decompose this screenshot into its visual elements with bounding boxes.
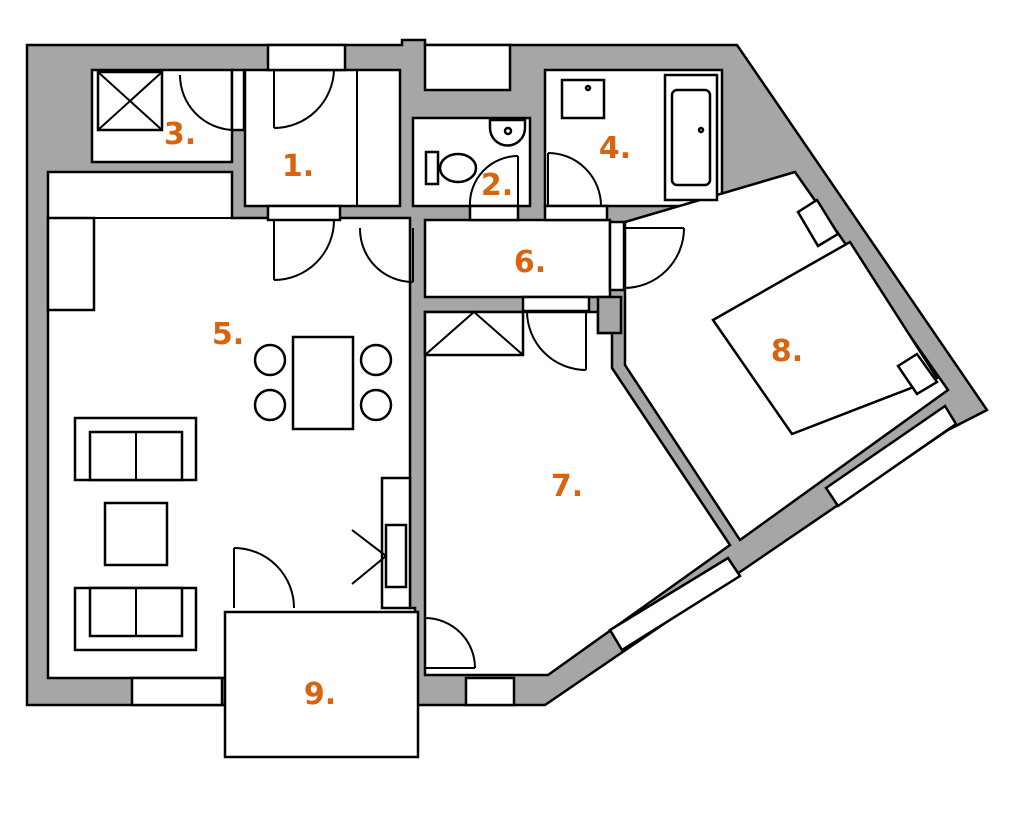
room-1 [243, 68, 402, 208]
room-label-8: 8. [771, 334, 803, 369]
room-label-6: 6. [514, 245, 546, 280]
washbasin [560, 78, 606, 120]
room-label-2: 2. [481, 168, 513, 203]
door [179, 68, 246, 132]
chair [359, 343, 393, 377]
room-label-3: 3. [164, 117, 196, 152]
window [130, 676, 224, 707]
chair [253, 343, 287, 377]
toilet [424, 150, 478, 186]
room-label-7: 7. [551, 469, 583, 504]
door [543, 152, 609, 222]
window [464, 676, 516, 707]
tv-view-lines [351, 529, 388, 585]
room-label-5: 5. [212, 317, 244, 352]
door [266, 204, 342, 281]
dining-table [291, 335, 355, 431]
chair [359, 388, 393, 422]
storage-unit [96, 70, 164, 132]
coffee-table [103, 501, 169, 567]
wardrobe [423, 310, 525, 357]
door [424, 617, 476, 669]
door [468, 154, 520, 222]
window [608, 556, 742, 652]
room-label-9: 9. [304, 677, 336, 712]
door [266, 43, 347, 129]
room-9-balcony [223, 610, 420, 759]
bathtub [663, 73, 719, 202]
kitchen-counter [46, 216, 96, 312]
door [608, 220, 685, 292]
tv [384, 523, 408, 589]
chair [253, 388, 287, 422]
window [824, 404, 958, 508]
door [233, 547, 295, 609]
sofa [73, 416, 198, 482]
bed [711, 198, 939, 436]
column [596, 295, 623, 335]
door [358, 227, 414, 283]
sofa [73, 586, 198, 652]
top-window [423, 43, 512, 92]
room-label-4: 4. [599, 131, 631, 166]
sink [488, 118, 527, 147]
door [521, 295, 591, 371]
room-label-1: 1. [282, 149, 314, 184]
